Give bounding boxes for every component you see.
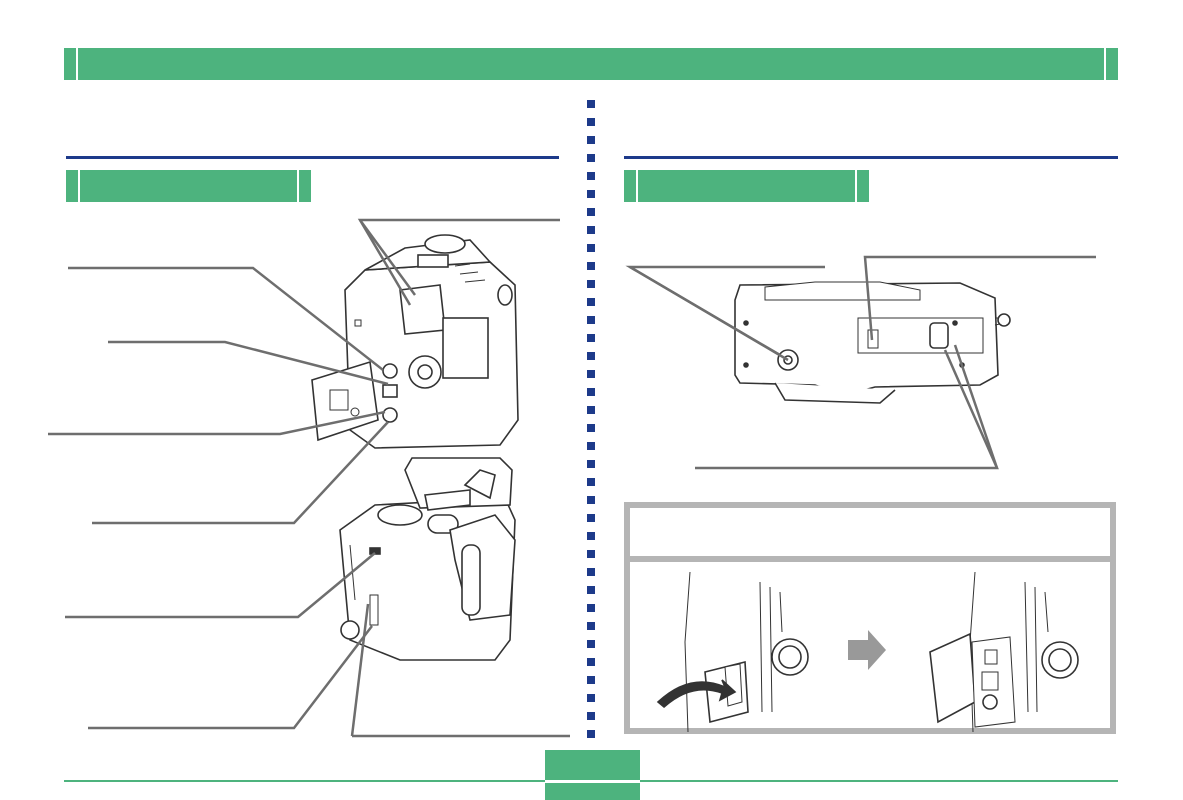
page-number-box (545, 750, 640, 800)
terminal-cover-open-illustration (929, 571, 1079, 733)
right-section-tab (624, 170, 869, 202)
terminal-cover-closed-illustration (656, 571, 809, 733)
tip-box (624, 502, 1116, 734)
left-section-rule (66, 156, 559, 159)
right-section-rule (624, 156, 1118, 159)
header-bar (64, 48, 1118, 80)
right-diagram (625, 255, 1096, 470)
tip-divider (630, 556, 1110, 562)
left-diagram (48, 218, 570, 738)
camera-front-illustration (339, 457, 516, 661)
left-section-tab (66, 170, 311, 202)
camera-back-illustration (311, 234, 519, 449)
right-arrow-icon (848, 630, 886, 670)
tip-illustrations (656, 571, 1079, 733)
tip-title (640, 516, 1110, 548)
camera-bottom-illustration (734, 281, 1011, 404)
